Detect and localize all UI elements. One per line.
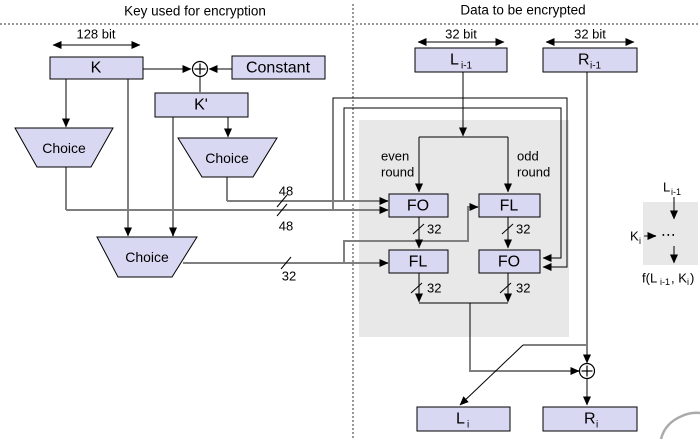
fo-top-box: FO: [388, 193, 449, 218]
r-output-box: R i: [542, 406, 638, 432]
f-summary: L i-1 K i ⋯ f(L i-1 , K i ): [630, 180, 694, 288]
k-label: K: [91, 60, 102, 77]
odd-round-label-2: round: [517, 165, 550, 180]
k-box: K: [49, 56, 144, 80]
choice3-label: Choice: [125, 249, 169, 265]
r-input-label: R: [578, 52, 590, 69]
l-output-subscript: i: [467, 420, 469, 431]
feistel-xor-icon: [578, 362, 596, 380]
f-summary-key-label: K: [630, 229, 639, 244]
key48-wrap-inner-line: [343, 107, 562, 262]
kprime-box: K': [154, 92, 249, 118]
l-output-label: L: [456, 411, 465, 428]
r-output-subscript: i: [596, 420, 598, 431]
constant-label: Constant: [246, 60, 311, 77]
fl-bottom-label: FL: [409, 254, 428, 271]
l-output-box: L i: [416, 406, 511, 432]
key32-branch-to-fl-top: [343, 203, 479, 263]
l-width-label: 32 bit: [445, 27, 477, 42]
bus32-fo-top-label: 32: [427, 222, 441, 237]
choice2-trapezoid: Choice: [177, 137, 278, 178]
slash-32-key: [280, 256, 292, 270]
kprime-label: K': [194, 97, 208, 114]
fo-top-label: FO: [407, 198, 429, 215]
key-xor-icon: [191, 60, 209, 78]
round-function-shaded-region: [359, 120, 569, 337]
fl-bottom-box: FL: [388, 249, 449, 274]
r-width-label: 32 bit: [574, 27, 606, 42]
bus32-fo-bottom-label: 32: [516, 281, 530, 296]
f-summary-output-p1: f(L: [642, 271, 657, 286]
f-summary-input-label: L: [663, 180, 670, 195]
choice1-trapezoid: Choice: [14, 127, 114, 168]
key-width-label: 128 bit: [76, 27, 115, 42]
watermark-arc: [659, 411, 700, 439]
constant-box: Constant: [231, 55, 326, 80]
f-summary-output-p2: , K: [671, 271, 687, 286]
fl-top-box: FL: [478, 193, 541, 218]
bus48-upper-label: 48: [279, 184, 293, 199]
slash-48-lower: [276, 203, 288, 217]
odd-round-label-1: odd: [517, 149, 539, 164]
fo-bottom-label: FO: [498, 254, 520, 271]
r-input-box: R i-1: [542, 47, 638, 73]
bus32-fl-bottom-label: 32: [427, 281, 441, 296]
slash-fo-bottom-out: [499, 282, 512, 294]
choice1-label: Choice: [42, 140, 86, 156]
choice3-trapezoid: Choice: [96, 236, 198, 278]
f-summary-output-p3: ): [690, 271, 694, 286]
f-summary-input-subscript: i-1: [671, 187, 681, 197]
even-round-label-2: round: [381, 165, 414, 180]
bus32-fl-top-label: 32: [516, 222, 530, 237]
f-summary-dots: ⋯: [661, 227, 676, 244]
l-input-box: L i-1: [414, 47, 508, 73]
f-summary-output-sub2: i: [687, 277, 689, 287]
bus32-key-label: 32: [282, 269, 296, 284]
even-round-label-1: even: [381, 149, 409, 164]
fl-top-label: FL: [500, 198, 519, 215]
slash-fl-bottom-out: [410, 282, 423, 294]
f-summary-key-subscript: i: [639, 236, 641, 246]
left-section-title: Key used for encryption: [124, 4, 266, 19]
fo-bottom-box: FO: [478, 249, 541, 274]
r-to-l-out-diagonal: [459, 344, 524, 406]
l-input-label: L: [450, 52, 459, 69]
l-input-subscript: i-1: [461, 61, 473, 72]
r-output-label: R: [584, 411, 596, 428]
right-section-title: Data to be encrypted: [460, 3, 585, 18]
choice2-label: Choice: [205, 150, 249, 166]
r-input-subscript: i-1: [590, 61, 602, 72]
bus48-lower-label: 48: [279, 219, 293, 234]
slash-48-upper: [276, 194, 288, 208]
key48-wrap-outer-line: [332, 97, 568, 271]
f-summary-output-sub1: i-1: [660, 277, 670, 287]
